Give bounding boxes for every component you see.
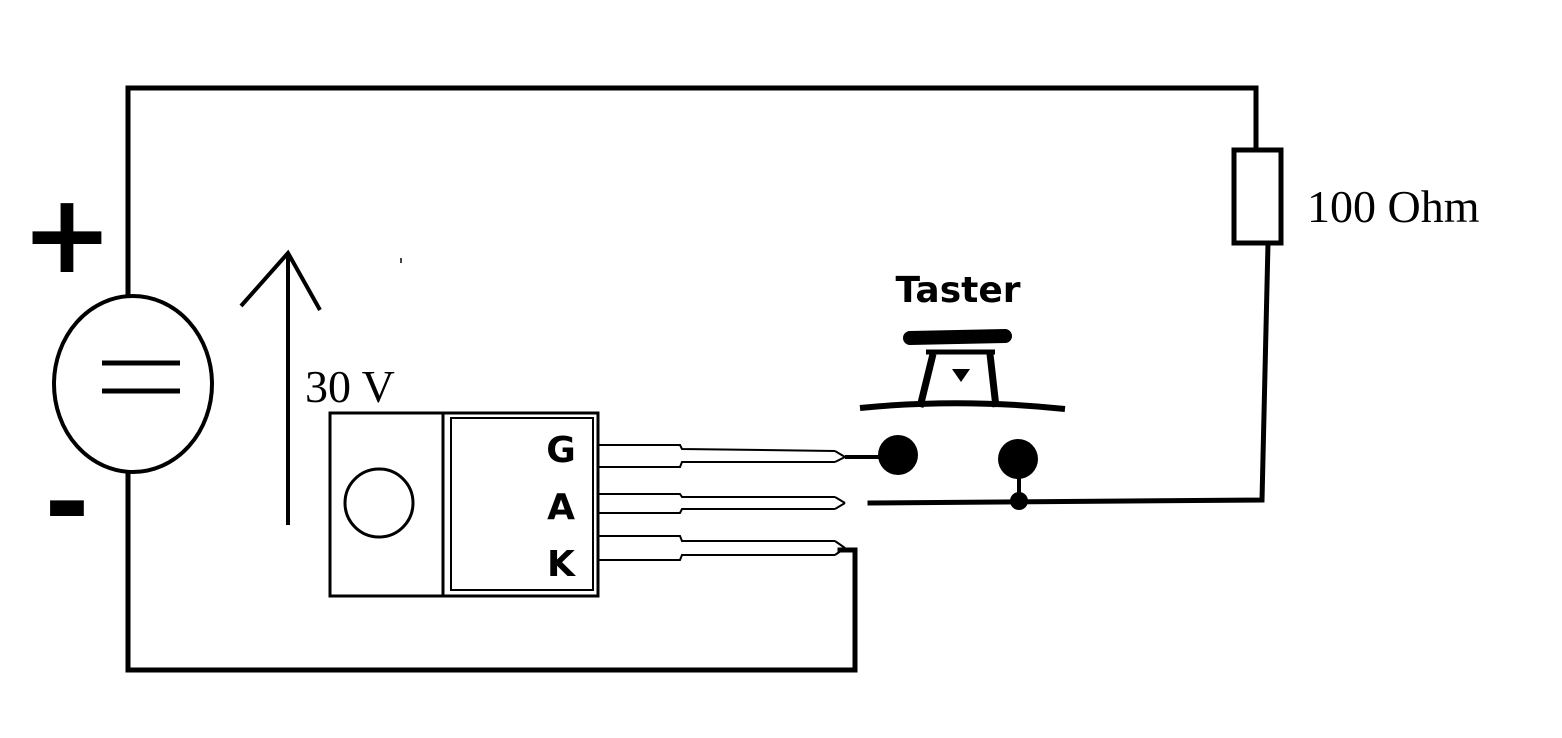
dc-voltage-source xyxy=(52,294,214,474)
wires xyxy=(125,85,1271,673)
minus-symbol: - xyxy=(44,438,90,566)
push-button-bridge xyxy=(859,400,1066,412)
cathode-pin-label: K xyxy=(547,544,576,585)
junction-node xyxy=(1010,492,1028,510)
wire-bottom xyxy=(125,471,858,673)
anode-pin-label: A xyxy=(547,487,575,528)
source-circle xyxy=(52,294,214,474)
thyristor-body xyxy=(450,417,594,591)
switch-contact-right xyxy=(998,439,1038,479)
push-button xyxy=(845,329,1066,510)
mounting-hole xyxy=(343,467,415,539)
resistor-body xyxy=(1231,147,1284,246)
push-button-cap xyxy=(903,329,1012,345)
gate-pin-label: G xyxy=(546,430,576,471)
stray-mark xyxy=(400,258,402,263)
switch-label: Taster xyxy=(895,270,1020,311)
plus-symbol: + xyxy=(21,170,113,298)
resistor-label: 100 Ohm xyxy=(1307,181,1480,232)
wire-right xyxy=(867,240,1271,506)
wire-top xyxy=(125,85,1259,300)
thyristor-leads xyxy=(598,444,846,561)
thyristor-package xyxy=(328,411,600,598)
voltage-arrow xyxy=(239,249,322,525)
voltage-label: 30 V xyxy=(305,361,395,412)
switch-contact-left xyxy=(878,435,918,475)
